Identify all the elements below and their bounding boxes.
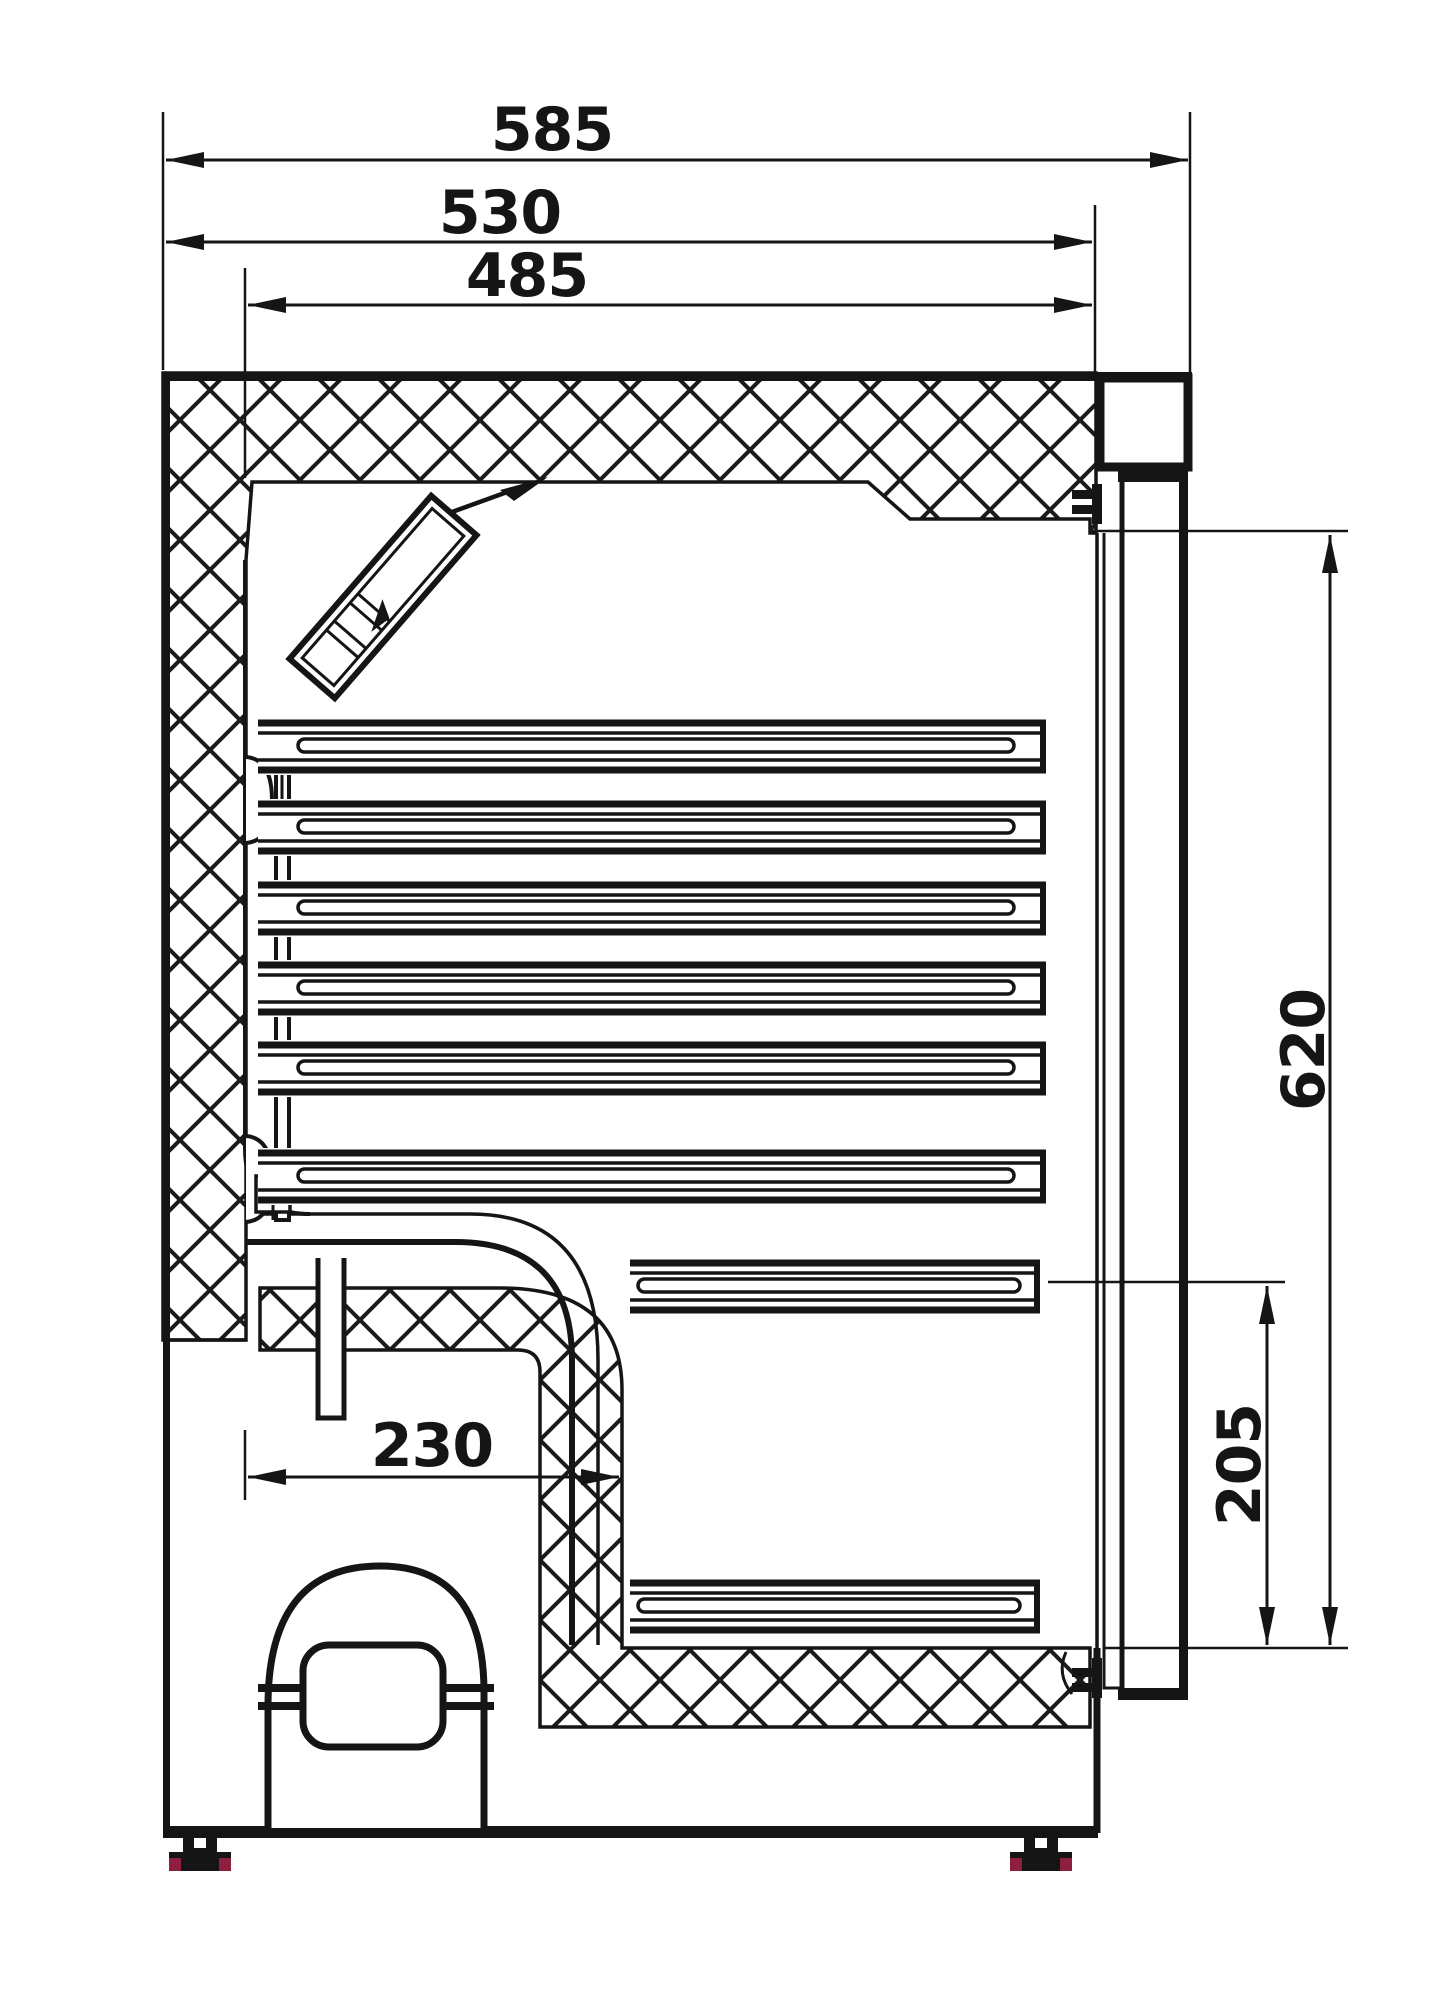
dim-overall-depth: 585 <box>166 95 1188 168</box>
leveling-foot-left <box>169 1838 231 1871</box>
dim-interior-depth: 485 <box>248 241 1092 313</box>
shelf-6 <box>258 1148 1050 1205</box>
dimension-annotations: 585 530 485 620 205 <box>161 95 1348 1650</box>
cabinet-bottom-panel <box>163 1826 1098 1838</box>
evaporator-plate <box>285 477 548 703</box>
drain-tube <box>315 1258 347 1421</box>
shelf-4 <box>258 960 1050 1017</box>
flow-arrow-icon <box>500 477 548 501</box>
dim-label-620: 620 <box>1269 989 1339 1111</box>
compressor-body <box>299 1641 447 1751</box>
shelf-lower-1 <box>630 1258 1044 1315</box>
hinge-bottom-icon <box>1060 1651 1102 1698</box>
leveling-foot-right <box>1010 1838 1072 1871</box>
shelf-lower-2 <box>630 1578 1044 1635</box>
door-top-edge <box>1118 470 1187 482</box>
door-assembly <box>1060 373 1193 1700</box>
dim-label-585: 585 <box>491 95 613 165</box>
dim-step-height: 205 <box>1205 1286 1275 1645</box>
door-bottom-edge <box>1118 1688 1187 1700</box>
extension-lines <box>161 112 1348 1650</box>
shelf-3 <box>258 880 1050 937</box>
hinge-top-icon <box>1072 484 1102 524</box>
door-inner-liner <box>1102 533 1122 1690</box>
dim-label-230: 230 <box>371 1411 493 1481</box>
dim-label-530: 530 <box>439 178 561 248</box>
dim-label-205: 205 <box>1205 1404 1275 1526</box>
compressor <box>258 1562 494 1828</box>
door-top-frame <box>1095 373 1193 472</box>
dim-body-depth: 530 <box>166 178 1092 250</box>
shelf-1 <box>258 718 1050 775</box>
dim-label-485: 485 <box>466 241 588 311</box>
shelf-2 <box>258 799 1050 856</box>
shelf-5 <box>258 1040 1050 1097</box>
dim-door-height: 620 <box>1269 535 1339 1645</box>
dim-step-depth: 230 <box>248 1411 619 1485</box>
cabinet-outline <box>163 372 1192 1838</box>
shelf-stack <box>258 718 1050 1635</box>
